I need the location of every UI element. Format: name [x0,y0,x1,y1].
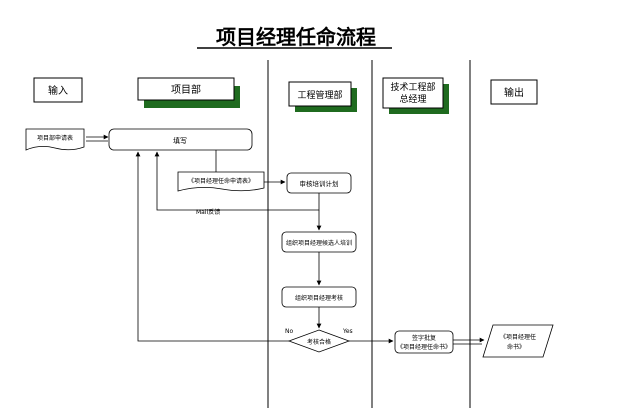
input-document: 项目部申请表 [25,128,85,151]
process-review-plan: 审核培训计划 [286,172,352,194]
output-appointment-letter: 《项目经理任 命书》 [482,324,554,358]
process-apply-label: 填写 [173,136,187,145]
lane-header-tech-eng: 技术工程部 总经理 [382,77,449,114]
lane-header-eng-mgmt-label: 工程管理部 [297,89,342,101]
process-apply: 填写 [108,128,253,151]
process-org-training-label: 组织项目经理候选人培训 [286,239,352,247]
decision-passed-label: 考核合格 [307,338,331,346]
process-issue-appointment: 签字批复 《项目经理任命书》 [394,330,454,354]
lane-header-project-dept: 项目部 [137,77,240,108]
lane-header-eng-mgmt: 工程管理部 [288,81,357,112]
decision-passed: 考核合格 [287,329,351,353]
lane-header-project-dept-label: 项目部 [171,83,201,96]
lane-header-input: 输入 [33,77,83,103]
application-form-label: 《项目经理任命申请表》 [188,177,254,185]
edge-mail-feedback-label: Mail反馈 [196,208,220,216]
chart-title: 项目经理任命流程 [216,25,376,49]
lane-header-input-label: 输入 [48,84,68,97]
lane-header-tech-eng-line2: 总经理 [399,93,426,105]
output-line2: 命书》 [507,343,525,351]
process-issue-line1: 签字批复 [412,334,436,342]
edge-no-back-to-apply [135,151,289,342]
input-document-label: 项目部申请表 [37,134,73,142]
edge-no-label: No [285,328,293,335]
process-org-training: 组织项目经理候选人培训 [281,231,357,253]
process-org-assessment: 组织项目经理考核 [281,286,357,308]
edge-mail-feedback [154,151,320,211]
edge-yes-label: Yes [342,328,353,335]
lane-header-output: 输出 [490,79,538,105]
process-review-plan-label: 审核培训计划 [300,179,339,188]
application-form-document: 《项目经理任命申请表》 [177,171,265,192]
output-line1: 《项目经理任 [500,333,536,341]
process-issue-line2: 《项目经理任命书》 [397,343,451,351]
lane-header-tech-eng-line1: 技术工程部 [390,81,435,93]
process-org-assessment-label: 组织项目经理考核 [295,294,343,302]
lane-header-output-label: 输出 [504,86,524,99]
